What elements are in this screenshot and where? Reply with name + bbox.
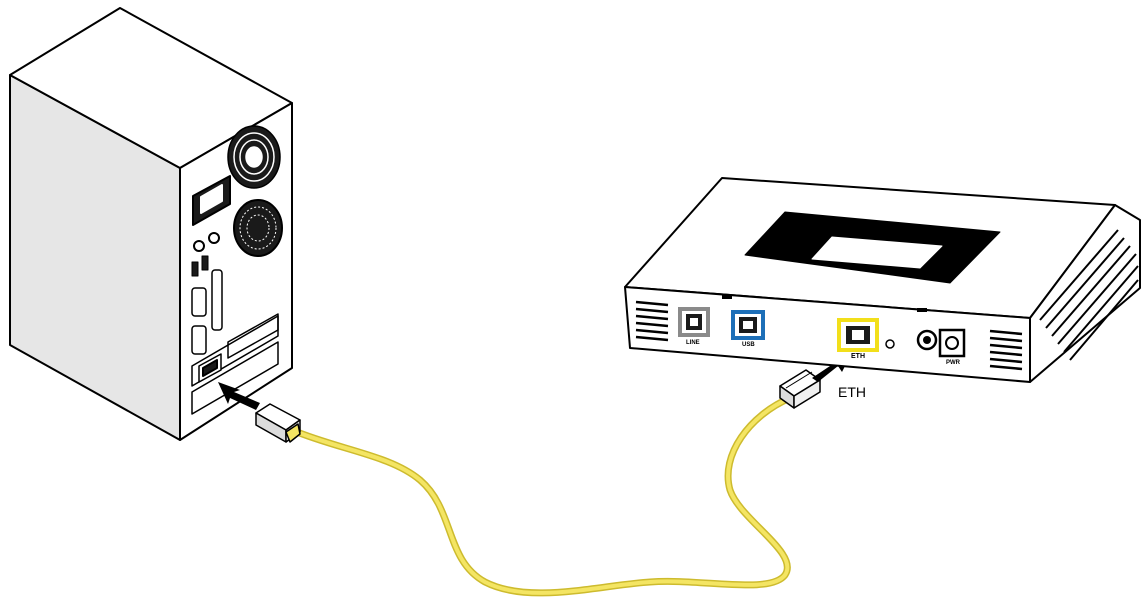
modem-top-screen-window xyxy=(811,236,943,269)
power-button-icon xyxy=(916,329,938,351)
pc-tower xyxy=(9,7,293,441)
power-jack-icon xyxy=(938,328,966,358)
ethernet-cable-core xyxy=(290,396,792,595)
pc-ethernet-port xyxy=(198,353,222,383)
pc-usb-ports xyxy=(191,255,209,277)
audio-jacks xyxy=(193,232,220,252)
pc-insert-arrow-icon xyxy=(218,382,260,410)
reset-button-icon xyxy=(885,339,895,349)
rear-vent-icon xyxy=(233,199,283,257)
eth-port xyxy=(837,318,879,352)
power-jack-label: PWR xyxy=(946,360,961,366)
eth-callout-label: ETH xyxy=(838,384,866,400)
front-vent-left xyxy=(635,300,669,342)
expansion-slots xyxy=(191,313,279,415)
line-port-label: LINE xyxy=(686,340,700,346)
rj45-plug-icon xyxy=(779,369,821,409)
usb-port xyxy=(731,310,765,340)
modem-router xyxy=(624,177,1141,383)
serial-ports xyxy=(191,287,207,355)
psu-fan-icon xyxy=(227,125,281,189)
modem-front xyxy=(624,286,1031,383)
usb-port-label: USB xyxy=(742,342,755,348)
parallel-port xyxy=(211,269,223,331)
ethernet-cable xyxy=(288,394,794,597)
line-port xyxy=(678,307,710,337)
eth-port-label: ETH xyxy=(851,353,865,360)
side-ridges xyxy=(1039,229,1139,361)
power-socket-icon xyxy=(192,175,231,226)
rj45-plug-icon xyxy=(255,403,301,443)
front-vent-right xyxy=(989,329,1023,371)
